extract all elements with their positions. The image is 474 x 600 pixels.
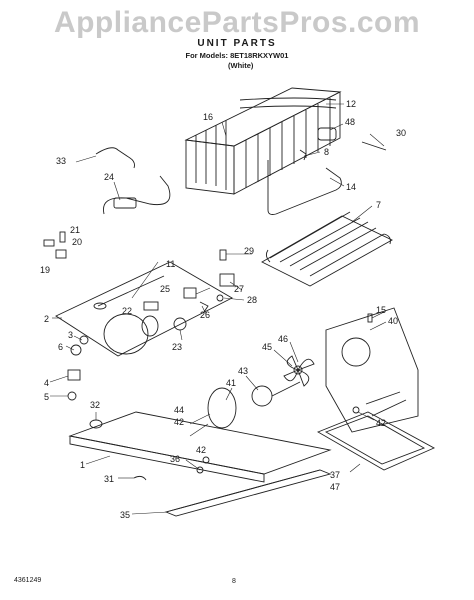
part-22 bbox=[143, 301, 159, 311]
callout-1: 1 bbox=[80, 460, 85, 470]
callout-27: 27 bbox=[234, 284, 244, 294]
part-26 bbox=[199, 301, 209, 313]
clip-31 bbox=[133, 475, 147, 481]
page-number: 8 bbox=[232, 578, 236, 585]
callout-45: 45 bbox=[262, 342, 272, 352]
part-3 bbox=[79, 335, 89, 345]
callout-12: 12 bbox=[346, 99, 356, 109]
callout-16: 16 bbox=[203, 112, 213, 122]
callout-29: 29 bbox=[244, 246, 254, 256]
fan-shroud-40 bbox=[325, 307, 419, 433]
base-frame bbox=[68, 411, 332, 517]
callout-31: 31 bbox=[104, 474, 114, 484]
compressor-plate bbox=[55, 261, 233, 357]
fan-blade bbox=[283, 355, 315, 387]
callout-32: 32 bbox=[90, 400, 100, 410]
part-5 bbox=[67, 391, 77, 401]
compressor bbox=[103, 313, 149, 355]
callout-23: 23 bbox=[172, 342, 182, 352]
part-19 bbox=[43, 239, 55, 247]
watermark-logo: AppliancePartsPros.com bbox=[53, 6, 421, 39]
models-line: For Models: 8ET18RKXYW01 bbox=[185, 51, 289, 60]
callout-35: 35 bbox=[120, 510, 130, 520]
diagram-title: UNIT PARTS bbox=[197, 38, 277, 49]
callout-19: 19 bbox=[40, 265, 50, 275]
screw-42-bottom bbox=[202, 456, 210, 464]
drier-48 bbox=[317, 127, 337, 141]
part-6 bbox=[70, 344, 82, 356]
screw-42-right bbox=[352, 406, 360, 414]
part-25 bbox=[183, 287, 197, 299]
callout-40: 40 bbox=[388, 316, 398, 326]
rod-30 bbox=[361, 141, 387, 151]
callout-41: 41 bbox=[226, 378, 236, 388]
callout-8: 8 bbox=[324, 147, 329, 157]
callout-28: 28 bbox=[247, 295, 257, 305]
callout-22: 22 bbox=[122, 306, 132, 316]
callout-21: 21 bbox=[70, 225, 80, 235]
callout-24: 24 bbox=[104, 172, 114, 182]
callout-11: 11 bbox=[166, 259, 175, 269]
callout-3: 3 bbox=[68, 330, 73, 340]
cap-tube-24 bbox=[103, 175, 171, 215]
fan-motor-43 bbox=[251, 385, 273, 407]
part-29 bbox=[219, 249, 227, 261]
cap-tube-heater bbox=[113, 197, 137, 209]
callout-42-left: 42 bbox=[174, 417, 184, 427]
callout-4: 4 bbox=[44, 378, 49, 388]
callout-43: 43 bbox=[238, 366, 248, 376]
part-28 bbox=[216, 294, 224, 302]
callout-26: 26 bbox=[200, 310, 210, 320]
callout-14: 14 bbox=[346, 182, 356, 192]
screw-36 bbox=[196, 466, 204, 474]
part-21 bbox=[59, 231, 66, 243]
callout-5: 5 bbox=[44, 392, 49, 402]
variant-label: (White) bbox=[228, 61, 254, 70]
document-code: 4361249 bbox=[14, 577, 42, 584]
callout-33: 33 bbox=[56, 156, 66, 166]
callout-30: 30 bbox=[396, 128, 406, 138]
callout-42-bottom: 42 bbox=[196, 445, 206, 455]
callout-37: 37 bbox=[330, 470, 340, 480]
evaporator-coil bbox=[261, 211, 393, 287]
tube-14 bbox=[267, 160, 342, 215]
callout-15: 15 bbox=[376, 305, 386, 315]
part-20 bbox=[55, 249, 67, 259]
rail-35 bbox=[164, 469, 332, 517]
callout-46: 46 bbox=[278, 334, 288, 344]
callout-20: 20 bbox=[72, 237, 82, 247]
callout-36: 36 bbox=[170, 454, 180, 464]
callout-42-right: 42 bbox=[376, 418, 386, 428]
condenser-coil bbox=[184, 87, 342, 195]
callout-47: 47 bbox=[330, 482, 340, 492]
callout-6: 6 bbox=[58, 342, 63, 352]
fan-bracket-41 bbox=[207, 387, 237, 429]
callout-48: 48 bbox=[345, 117, 355, 127]
callout-2: 2 bbox=[44, 314, 49, 324]
part-27 bbox=[219, 273, 235, 287]
callout-25: 25 bbox=[160, 284, 170, 294]
part-4 bbox=[67, 369, 81, 381]
tube-11 bbox=[97, 275, 165, 307]
callout-7: 7 bbox=[376, 200, 381, 210]
callout-44: 44 bbox=[174, 405, 184, 415]
drain-pan bbox=[316, 411, 436, 471]
clip-8 bbox=[299, 149, 307, 161]
harness-33 bbox=[95, 147, 135, 169]
